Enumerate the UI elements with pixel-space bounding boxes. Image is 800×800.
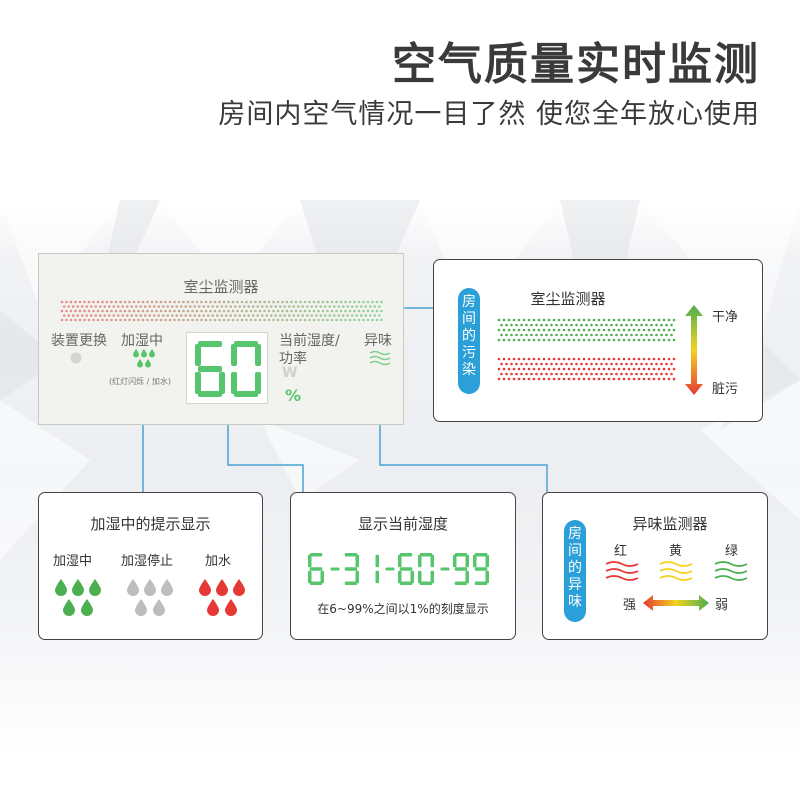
odor-card: 房间的异味 异味监测器 红 黄 绿 强 弱 bbox=[542, 492, 768, 640]
odor-wave-icon bbox=[714, 561, 748, 581]
pollution-side-label: 房间的污染 bbox=[458, 288, 480, 394]
droplets-icon bbox=[127, 579, 173, 616]
odor-side-label: 房间的异味 bbox=[564, 520, 586, 622]
odor-wave-icon bbox=[369, 350, 391, 366]
clean-dot-band bbox=[497, 318, 676, 342]
humidity-card-title: 显示当前湿度 bbox=[357, 515, 448, 533]
page-title: 空气质量实时监测 bbox=[392, 39, 760, 90]
replace-indicator-icon bbox=[70, 352, 82, 364]
dirty-dot-band bbox=[497, 357, 676, 381]
humidity-card-note: 在6~99%之间以1%的刻度显示 bbox=[317, 602, 489, 616]
humidity-segment-display bbox=[308, 553, 489, 585]
dirty-label: 脏污 bbox=[712, 382, 739, 397]
odor-wave-icon bbox=[659, 561, 693, 581]
replace-label: 装置更换 bbox=[51, 333, 107, 349]
device-title: 室尘监测器 bbox=[183, 278, 259, 296]
page-subtitle: 房间内空气情况一目了然 使您全年放心使用 bbox=[218, 99, 760, 130]
dust-indicator-band bbox=[60, 300, 383, 321]
odor-level-label-2: 绿 bbox=[725, 544, 739, 559]
percent-label: % bbox=[285, 386, 302, 405]
odor-card-title: 异味监测器 bbox=[632, 515, 708, 533]
strong-label: 强 bbox=[623, 598, 637, 613]
odor-wave-icon bbox=[605, 561, 639, 581]
humidity-label-line1: 当前湿度/ bbox=[279, 333, 340, 349]
strong-weak-arrow-icon bbox=[643, 595, 709, 611]
lcd-display: 60 bbox=[186, 332, 268, 404]
odor-level-label-1: 黄 bbox=[669, 544, 683, 559]
weak-label: 弱 bbox=[715, 598, 729, 613]
humidifying-label: 加湿中 bbox=[121, 333, 163, 349]
humidity-card: 显示当前湿度 6-31-60-99 在6~99%之间以1%的刻度显示 bbox=[290, 492, 516, 640]
pollution-card-title: 室尘监测器 bbox=[530, 290, 606, 308]
humidify-item-label-1: 加湿停止 bbox=[121, 554, 174, 569]
w-label: W bbox=[282, 365, 298, 381]
clean-dirty-arrow-icon bbox=[685, 305, 703, 395]
humidify-item-label-2: 加水 bbox=[205, 554, 232, 569]
pollution-card: 房间的污染 室尘监测器 干净 脏污 bbox=[433, 259, 763, 422]
humidify-item-label-0: 加湿中 bbox=[53, 554, 93, 569]
odor-label: 异味 bbox=[364, 333, 392, 349]
droplets-icon bbox=[133, 349, 155, 368]
humidify-hint-card: 加湿中的提示显示 加湿中 加湿停止 加水 bbox=[38, 492, 263, 640]
clean-label: 干净 bbox=[712, 310, 739, 325]
droplets-icon bbox=[199, 579, 245, 616]
lcd-digits bbox=[195, 341, 261, 397]
humidifying-note: (红灯闪烁 / 加水) bbox=[109, 377, 172, 386]
humidify-card-title: 加湿中的提示显示 bbox=[90, 515, 211, 533]
humidity-label-line2: 功率 bbox=[279, 351, 307, 367]
odor-level-label-0: 红 bbox=[614, 544, 628, 559]
droplets-icon bbox=[55, 579, 101, 616]
device-panel: 室尘监测器 装置更换 加湿中 (红灯闪烁 / 加水) 60 当前湿度/ 功率 W… bbox=[38, 253, 404, 425]
